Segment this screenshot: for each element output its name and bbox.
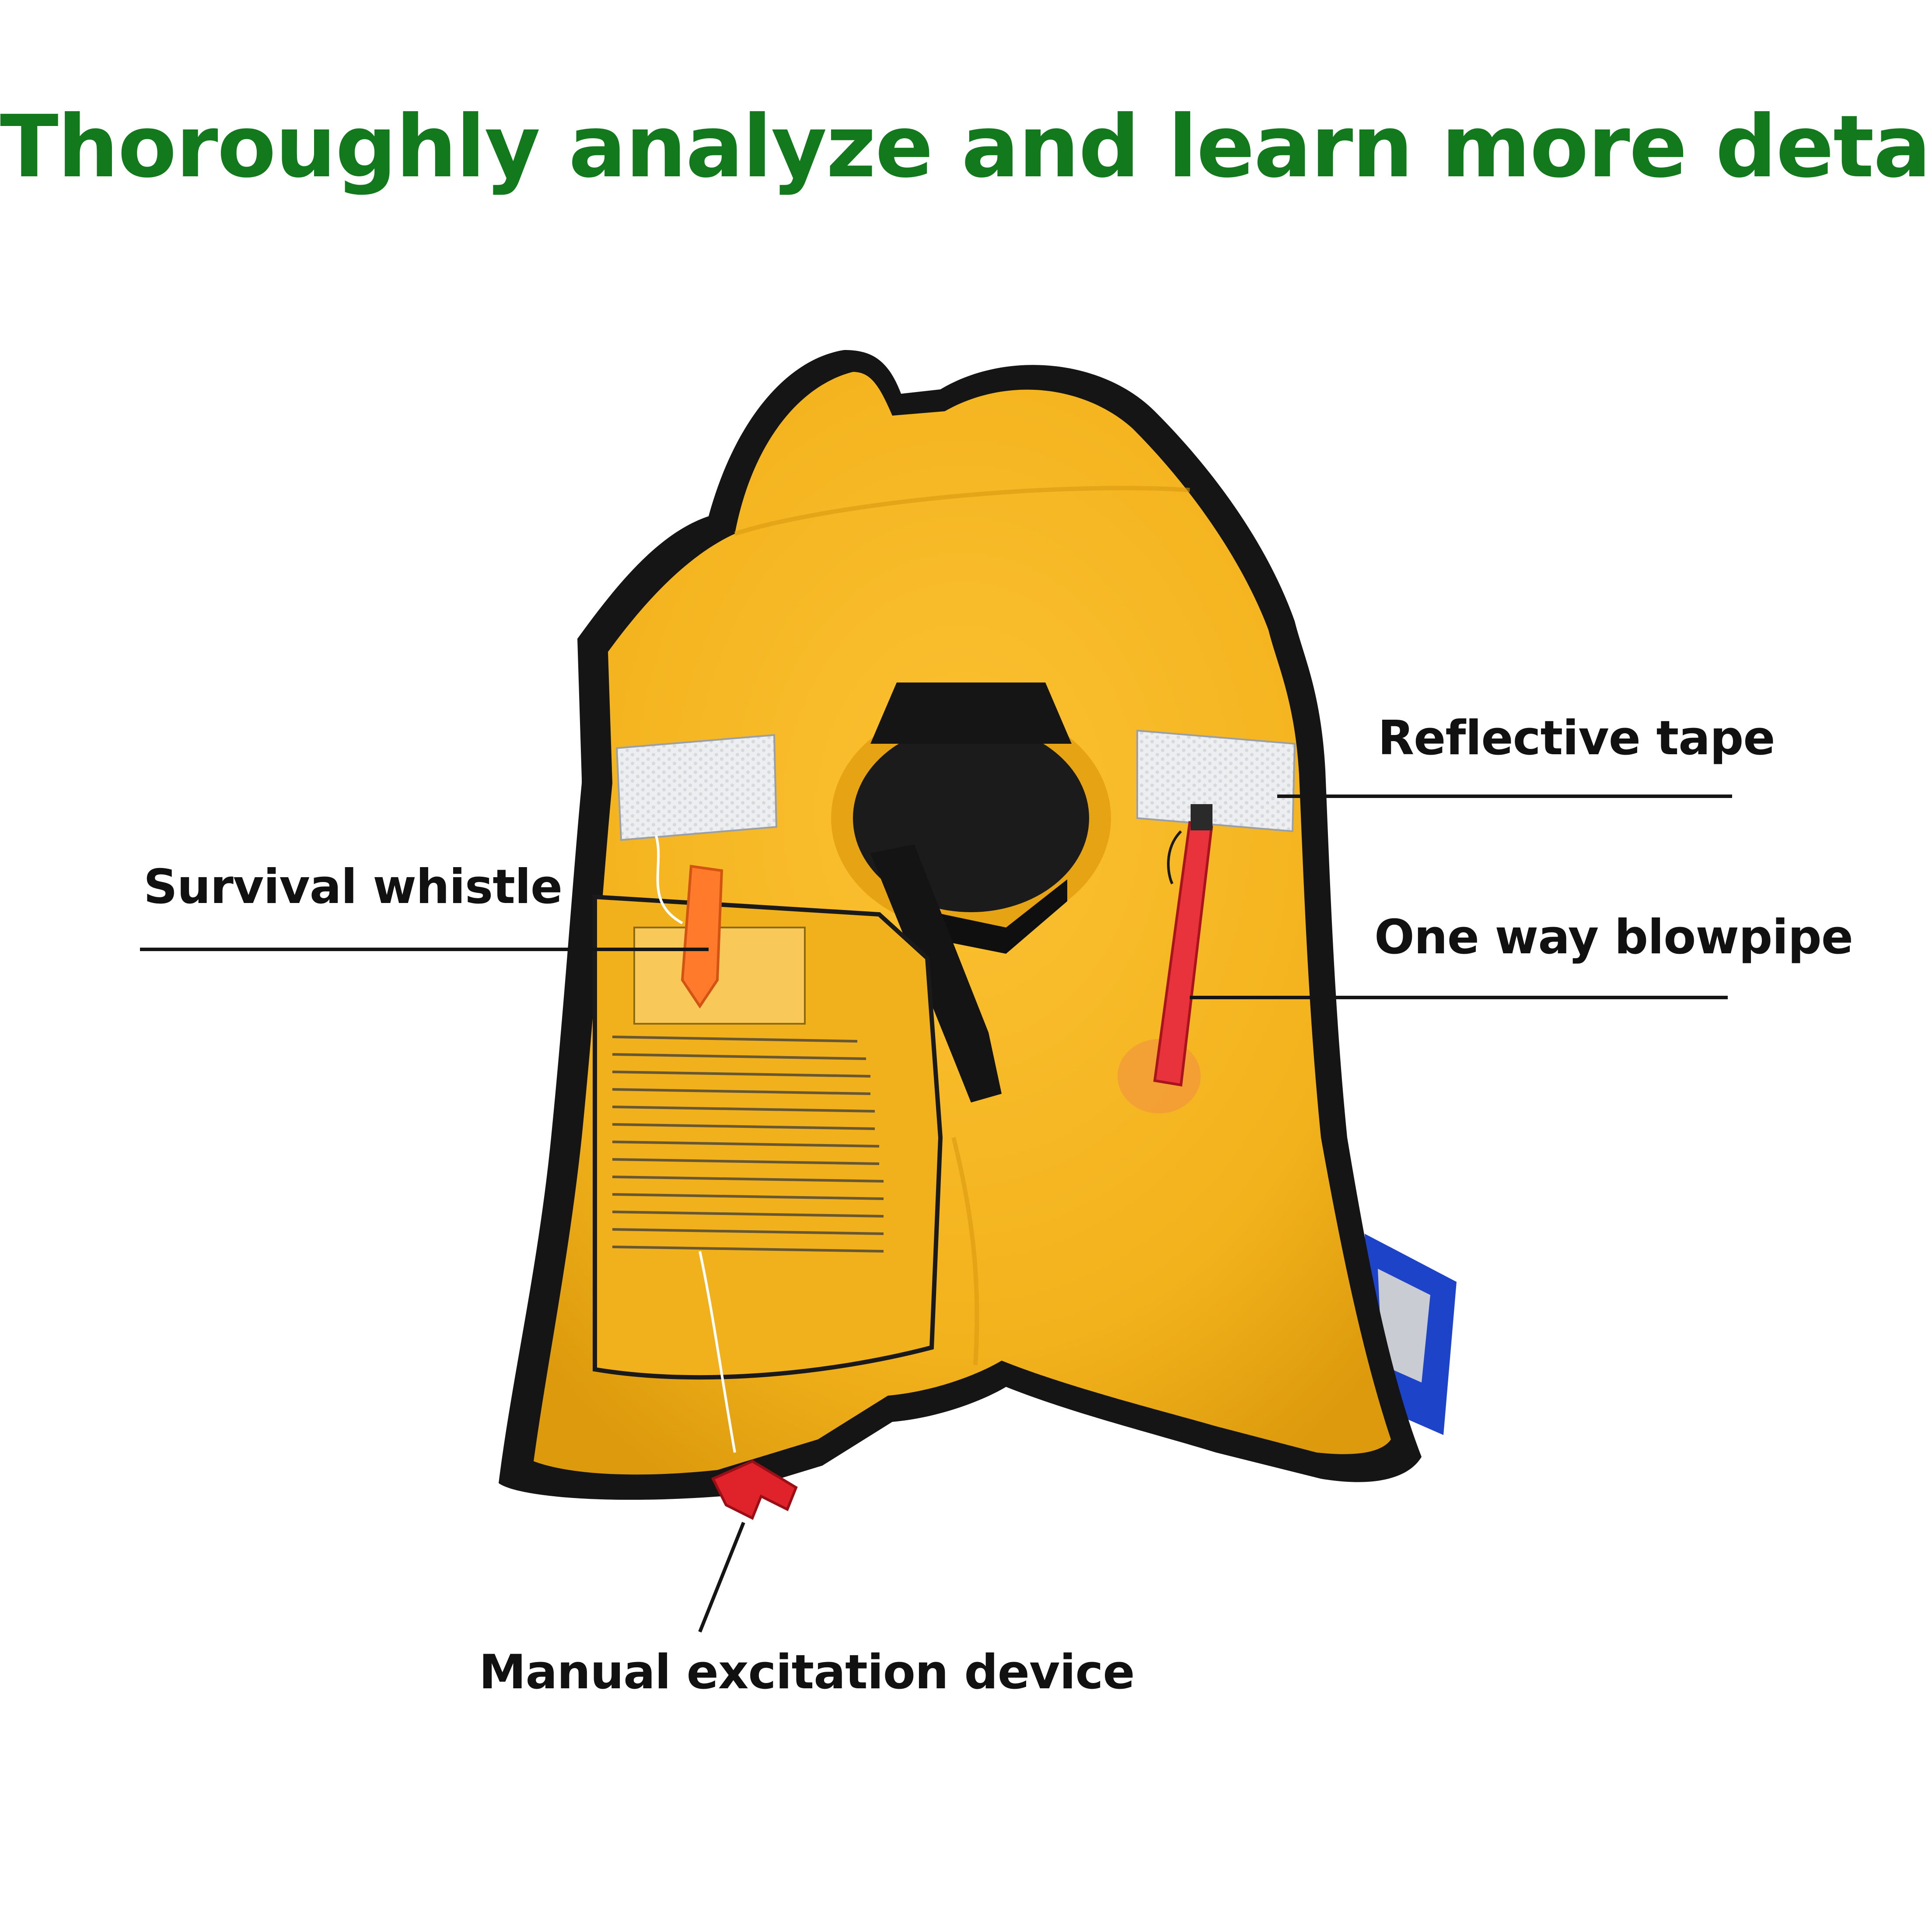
reflective-tape-left <box>615 734 778 841</box>
reflective-tape-right <box>1136 729 1296 833</box>
survival-whistle <box>655 835 723 1009</box>
callout-blowpipe: One way blowpipe <box>1374 910 1853 965</box>
headline: Thoroughly analyze and learn more detail… <box>0 97 1932 197</box>
oral-blowpipe <box>1118 804 1213 1113</box>
callout-lines <box>140 794 1732 1633</box>
callout-manual-device: Manual excitation device <box>479 1645 1135 1700</box>
manual-pull-tab <box>699 1251 798 1520</box>
callout-reflective-tape: Reflective tape <box>1378 711 1775 766</box>
callout-survival-whistle: Survival whistle <box>143 860 562 914</box>
waist-strap <box>870 844 1002 1102</box>
instruction-pocket <box>593 894 943 1380</box>
